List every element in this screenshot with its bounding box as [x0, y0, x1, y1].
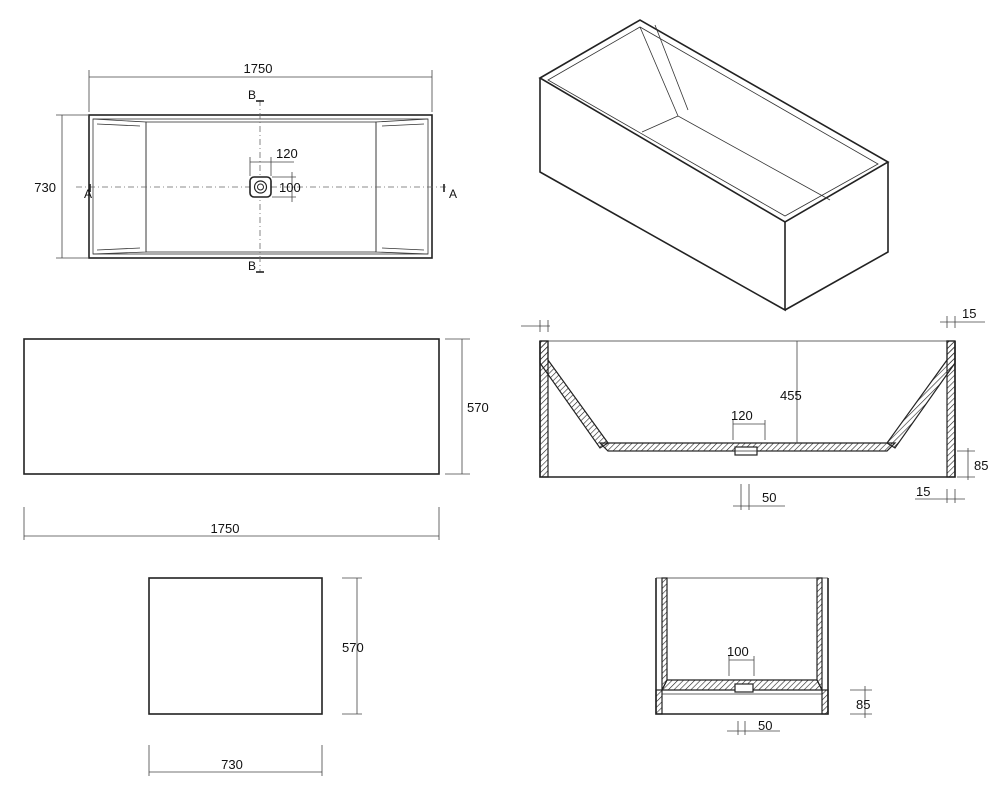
top-width-label: 730	[34, 180, 56, 195]
section-b-left-post	[655, 689, 663, 715]
long-length-label: 1750	[211, 521, 240, 536]
section-b-drain	[734, 683, 754, 693]
short-height-label: 570	[342, 640, 364, 655]
section-b-bottom-label: B	[248, 259, 256, 273]
drain-x-label: 120	[276, 146, 298, 161]
top-view: 1750 730 A A B B	[34, 61, 457, 273]
section-a-view: 455 120 15 85 50 15	[521, 306, 988, 510]
section-a-base-label: 85	[974, 458, 988, 473]
iso-top-rim	[538, 19, 890, 223]
long-side-view: 570 1750	[23, 338, 489, 540]
section-a-right-post	[946, 340, 956, 478]
short-side-outline	[148, 577, 323, 715]
isometric-view	[538, 19, 890, 312]
slope-right-line1	[381, 123, 425, 127]
iso-slope-line	[654, 24, 689, 111]
section-a-wall-right	[886, 340, 956, 449]
section-b-top-label: B	[248, 88, 256, 102]
section-b-inner-right	[816, 577, 823, 691]
drain-ring-outer	[253, 180, 268, 194]
iso-inner-rim	[547, 26, 879, 217]
short-side-view: 570 730	[148, 577, 364, 776]
section-a-left-label: A	[84, 187, 92, 201]
iso-front-face	[539, 78, 786, 312]
top-length-label: 1750	[244, 61, 273, 76]
section-b-drain-label: 100	[727, 644, 749, 659]
short-width-label: 730	[221, 757, 243, 772]
section-b-offset-label: 50	[758, 718, 772, 733]
section-b-outline	[655, 578, 829, 715]
tub-outline-top	[88, 114, 433, 259]
section-a-depth-label: 455	[780, 388, 802, 403]
slope-left-line1	[96, 123, 141, 127]
slope-right-top	[375, 118, 429, 255]
iso-side-face	[784, 162, 889, 311]
long-height-label: 570	[467, 400, 489, 415]
section-a-wall-left	[539, 340, 609, 449]
section-a-wall-bottom-label: 15	[916, 484, 930, 499]
iso-slope-far	[639, 26, 831, 201]
section-a-offset-label: 50	[762, 490, 776, 505]
section-b-base-label: 85	[856, 697, 870, 712]
section-b-right-post	[821, 689, 829, 715]
slope-left-top	[92, 118, 147, 255]
section-a-left-post	[539, 340, 549, 478]
tub-rim-top	[92, 118, 429, 255]
drain-icon	[249, 176, 272, 198]
slope-left-line2	[96, 247, 141, 251]
drain-y-label: 100	[279, 180, 301, 195]
section-b-view: 100 85 50	[655, 577, 872, 735]
long-side-outline	[23, 338, 440, 475]
slope-right-line2	[381, 247, 425, 251]
drain-ring-inner	[257, 183, 264, 191]
section-b-inner-left	[661, 577, 668, 691]
iso-basin-edge	[641, 115, 679, 133]
section-a-right-label: A	[449, 187, 457, 201]
section-a-wall-top-label: 15	[962, 306, 976, 321]
section-a-drain-label: 120	[731, 408, 753, 423]
